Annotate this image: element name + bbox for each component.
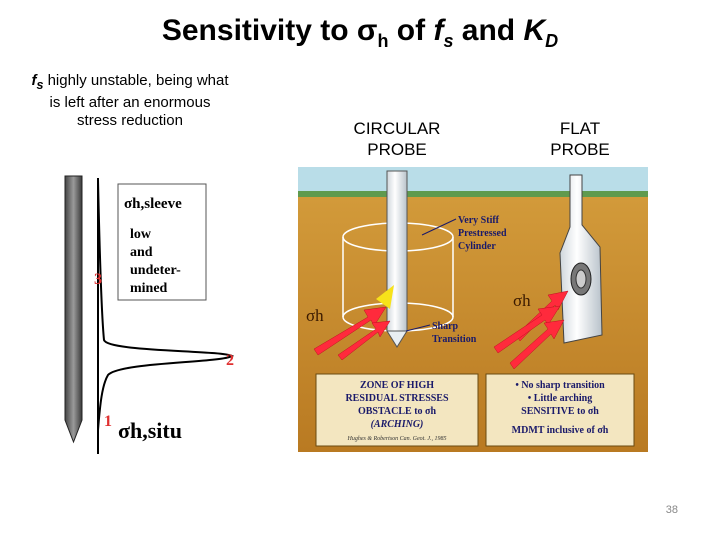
stress-curve — [97, 179, 235, 431]
ground-surface — [298, 191, 648, 197]
box-line: mined — [130, 281, 168, 296]
box-line: and — [130, 245, 153, 260]
sharp-transition-label: Transition — [432, 334, 477, 345]
marker-2: 2 — [226, 352, 234, 369]
flat-box-line: SENSITIVE to σh — [521, 406, 599, 417]
sigma-h-right: σh — [513, 291, 531, 310]
flat-box-line: • Little arching — [528, 393, 592, 404]
stiff-cylinder-label: Very Stiff — [458, 215, 500, 226]
zone-box-line: ZONE OF HIGH — [360, 380, 434, 391]
page-number: 38 — [665, 504, 678, 516]
stiff-cylinder-label: Prestressed — [458, 228, 507, 239]
zone-box-line: OBSTACLE to σh — [358, 406, 436, 417]
marker-1: 1 — [104, 413, 112, 430]
zone-box-credit: Hughes & Robertson Can. Geot. J., 1985 — [347, 436, 447, 442]
stress-arrows-circular — [313, 306, 391, 361]
situ-label: σh,situ — [118, 418, 182, 443]
sleeve-stress-diagram: σh,sleeve low and undeter- mined 3 2 1 σ… — [64, 175, 235, 454]
flat-probe-blade — [559, 174, 603, 344]
zone-residual-stress-box — [315, 373, 479, 447]
sigma-h-left: σh — [306, 306, 324, 325]
fs-note: fs highly unstable, being what is left a… — [31, 72, 229, 129]
flat-box-line: MDMT inclusive of σh — [512, 425, 609, 436]
stress-flash — [376, 285, 394, 309]
penetrometer-rod — [64, 175, 83, 444]
page-title: Sensitivity to σh of fs and KD — [161, 14, 559, 51]
sleeve-title: σh,sleeve — [124, 196, 182, 212]
stress-arrows-flat — [493, 290, 569, 370]
stiff-cylinder-label: Cylinder — [458, 241, 496, 252]
flat-probe-info-box — [485, 373, 635, 447]
sky-band — [298, 167, 648, 193]
marker-3: 3 — [94, 271, 102, 288]
box-line: undeter- — [130, 263, 181, 278]
box-line: low — [130, 227, 152, 242]
zone-box-line: (ARCHING) — [371, 419, 424, 430]
sharp-transition-label: Sharp — [432, 321, 459, 332]
probe-comparison-illustration: Very Stiff Prestressed Cylinder Sharp Tr… — [298, 167, 648, 452]
flat-box-line: • No sharp transition — [515, 380, 605, 391]
zone-box-line: RESIDUAL STRESSES — [345, 393, 449, 404]
sleeve-box — [117, 183, 207, 301]
